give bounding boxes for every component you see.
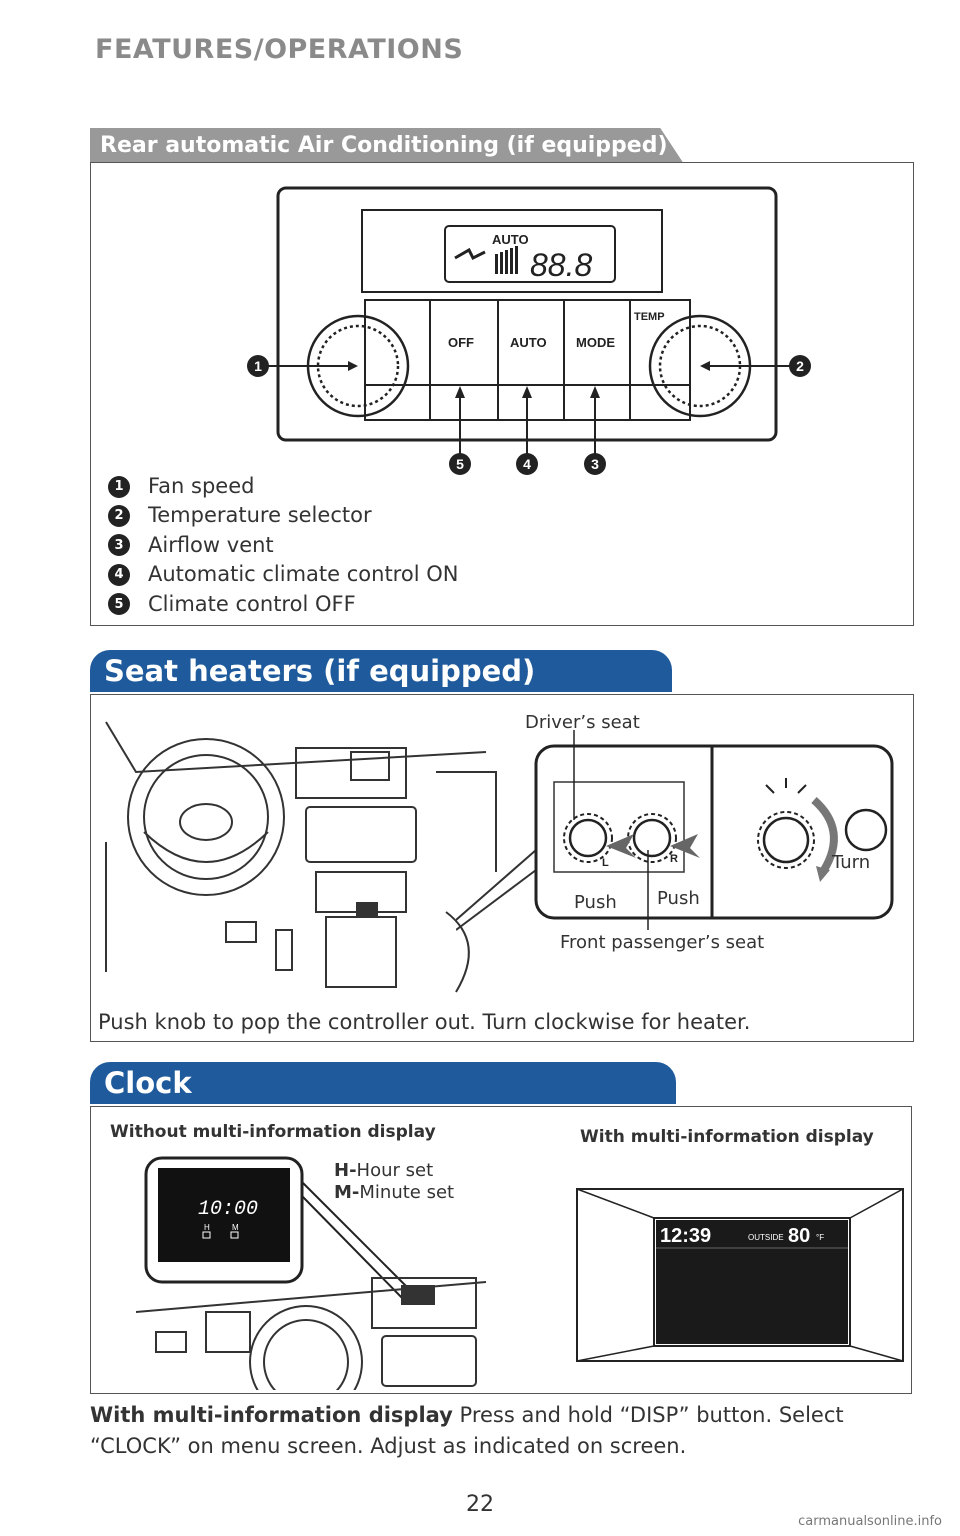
rear-ac-title: Rear automatic Air Conditioning (if equi… <box>90 128 684 164</box>
front-passenger-label: Front passenger’s seat <box>560 932 765 953</box>
clock-instructions: With multi-information display Press and… <box>90 1400 870 1462</box>
button-mode-label: MODE <box>576 335 615 350</box>
hour-text: Hour set <box>356 1160 434 1181</box>
clock-h-text: H <box>204 1223 210 1232</box>
with-mid-label: With multi-information display <box>580 1127 874 1147</box>
legend-number: 3 <box>108 534 130 557</box>
button-auto-label: AUTO <box>510 335 547 350</box>
callout-5 <box>449 453 471 475</box>
minute-text: Minute set <box>359 1182 455 1203</box>
legend-text: Automatic climate control ON <box>148 562 459 587</box>
legend-number: 5 <box>108 593 130 616</box>
dashboard-illustration <box>105 721 497 993</box>
legend-item: 3 Airflow vent <box>108 531 458 560</box>
instructions-text: Press and hold “DISP” button. Select “CL… <box>90 1403 844 1458</box>
legend-text: Fan speed <box>148 474 255 498</box>
push-right-label: Push <box>657 888 700 909</box>
display-temp-text: 88.8 <box>530 247 592 283</box>
push-left-label: Push <box>574 892 617 913</box>
knob-r-label: R <box>670 853 678 865</box>
hour-set-label: H-Hour set <box>334 1160 433 1181</box>
legend-number: 1 <box>108 475 130 498</box>
mid-time-text: 12:39 <box>660 1225 711 1247</box>
legend-item: 2 Temperature selector <box>108 501 458 530</box>
rear-ac-panel-illustration: AUTO 88.8 OFF AUTO MODE TEMP 1 2 3 4 5 <box>247 186 811 475</box>
clock-m-text: M <box>232 1223 239 1232</box>
callout-2 <box>789 355 811 377</box>
legend-number: 2 <box>108 505 130 528</box>
legend-text: Temperature selector <box>148 503 372 528</box>
minute-key: M- <box>334 1182 360 1203</box>
without-mid-label: Without multi-information display <box>110 1122 436 1142</box>
callout-3 <box>584 453 606 475</box>
seat-heater-caption: Push knob to pop the controller out. Tur… <box>98 1010 751 1034</box>
watermark: carmanualsonline.info <box>798 1514 942 1529</box>
button-off-label: OFF <box>448 335 474 350</box>
display-auto-text: AUTO <box>492 232 529 247</box>
mid-unit-text: °F <box>816 1233 824 1242</box>
driver-seat-knob <box>568 818 608 858</box>
clock-dash-illustration: 10:00 H M <box>136 1156 486 1390</box>
legend-item: 4 Automatic climate control ON <box>108 560 458 589</box>
seat-heater-detail-illustration: L R <box>456 730 894 931</box>
seat-heaters-title: Seat heaters (if equipped) <box>90 650 672 692</box>
rear-ac-legend: 1 Fan speed 2 Temperature selector 3 Airflo… <box>108 472 458 619</box>
legend-number: 4 <box>108 563 130 586</box>
instructions-bold: With multi-information display <box>90 1403 453 1427</box>
legend-item: 5 Climate control OFF <box>108 590 458 619</box>
svg-text:2: 2 <box>796 358 804 374</box>
mid-temp-text: 80 <box>788 1225 810 1247</box>
minute-set-label: M-Minute set <box>334 1182 454 1203</box>
mid-outside-text: OUTSIDE <box>748 1233 784 1242</box>
legend-text: Airflow vent <box>148 532 274 557</box>
clock-time-text: 10:00 <box>198 1198 258 1221</box>
mid-display-illustration: 12:39 OUTSIDE 80 °F <box>576 1188 904 1362</box>
svg-text:5: 5 <box>456 456 464 472</box>
clock-title: Clock <box>90 1062 676 1104</box>
drivers-seat-label: Driver’s seat <box>525 712 640 733</box>
turn-label: Turn <box>832 852 871 873</box>
callout-4 <box>516 453 538 475</box>
svg-text:1: 1 <box>254 358 262 374</box>
temp-label: TEMP <box>634 311 665 323</box>
svg-text:4: 4 <box>523 456 531 472</box>
knob-l-label: L <box>602 857 609 869</box>
legend-item: 1 Fan speed <box>108 472 458 501</box>
passenger-seat-knob <box>632 818 672 858</box>
page-number: 22 <box>466 1492 494 1517</box>
callout-1 <box>247 355 269 377</box>
hour-key: H- <box>334 1160 357 1181</box>
page-header: FEATURES/OPERATIONS <box>95 34 464 65</box>
legend-text: Climate control OFF <box>148 591 356 616</box>
svg-text:3: 3 <box>591 456 599 472</box>
